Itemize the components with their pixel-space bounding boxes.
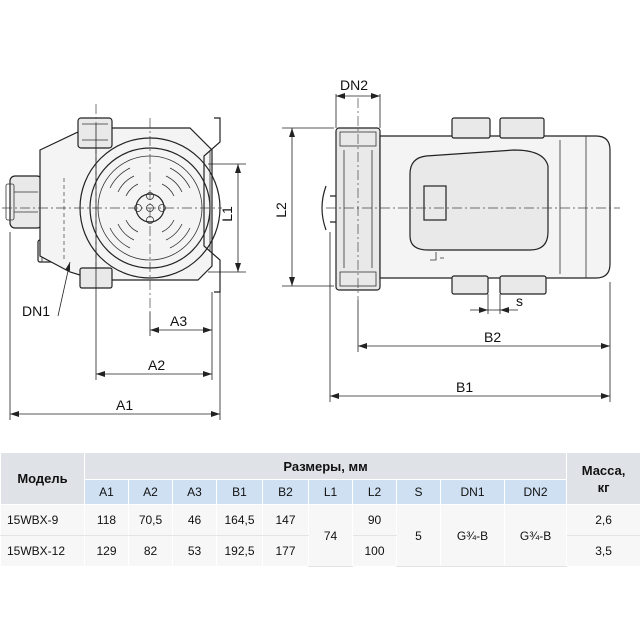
label-a2: A2 bbox=[148, 357, 165, 373]
b2-cell: 177 bbox=[262, 535, 309, 567]
model-header: Модель bbox=[0, 452, 85, 505]
b1-cell: 192,5 bbox=[216, 535, 263, 567]
column-header: DN1 bbox=[440, 479, 505, 505]
s-cell: 5 bbox=[396, 504, 441, 567]
dn1-cell: G¾-B bbox=[440, 504, 505, 567]
label-dn1: DN1 bbox=[22, 303, 50, 319]
mass-header: Масса, кг bbox=[566, 452, 640, 505]
label-a3: A3 bbox=[170, 313, 187, 329]
pump-side-view bbox=[321, 98, 620, 300]
mass-header-line1: Масса, bbox=[581, 462, 626, 478]
b2-cell: 147 bbox=[262, 504, 309, 536]
column-header: A3 bbox=[172, 479, 217, 505]
l1-cell: 74 bbox=[308, 504, 353, 567]
b1-cell: 164,5 bbox=[216, 504, 263, 536]
label-b2: B2 bbox=[484, 329, 501, 345]
a2-cell: 82 bbox=[128, 535, 173, 567]
model-cell: 15WBX-12 bbox=[0, 535, 85, 567]
specifications-table: Модель Размеры, мм Масса, кг A1 A2 A3 B1… bbox=[0, 452, 640, 567]
l2-cell: 100 bbox=[352, 535, 397, 567]
mass-cell: 3,5 bbox=[566, 535, 640, 567]
table-row: 15WBX-12 129 82 53 192,5 177 100 3,5 bbox=[0, 535, 640, 567]
column-header: L1 bbox=[308, 479, 353, 505]
label-b1: B1 bbox=[456, 379, 473, 395]
column-header: B1 bbox=[216, 479, 263, 505]
mass-cell: 2,6 bbox=[566, 504, 640, 536]
column-header: DN2 bbox=[503, 479, 568, 505]
column-header: B2 bbox=[262, 479, 309, 505]
a2-cell: 70,5 bbox=[128, 504, 173, 536]
pump-front-view bbox=[2, 104, 222, 312]
a1-cell: 118 bbox=[84, 504, 129, 536]
dn2-cell: G¾-B bbox=[503, 504, 568, 567]
label-l1: L1 bbox=[219, 206, 235, 222]
table-row: 15WBX-9 118 70,5 46 164,5 147 74 90 5 G¾… bbox=[0, 504, 640, 567]
column-header: S bbox=[396, 479, 441, 505]
mass-header-line2: кг bbox=[597, 479, 610, 495]
dimension-lines bbox=[9, 93, 611, 420]
column-header: L2 bbox=[352, 479, 397, 505]
dimensions-header: Размеры, мм bbox=[83, 452, 568, 480]
l2-cell: 90 bbox=[352, 504, 397, 536]
label-a1: A1 bbox=[116, 397, 133, 413]
a1-cell: 129 bbox=[84, 535, 129, 567]
label-s: s bbox=[516, 293, 523, 309]
a3-cell: 46 bbox=[172, 504, 217, 536]
label-dn2: DN2 bbox=[340, 77, 368, 93]
dimension-labels: DN2 L1 L2 s B2 B1 A3 A2 A1 DN1 bbox=[22, 77, 523, 413]
column-header: A1 bbox=[84, 479, 129, 505]
column-header: A2 bbox=[128, 479, 173, 505]
model-cell: 15WBX-9 bbox=[0, 504, 85, 536]
a3-cell: 53 bbox=[172, 535, 217, 567]
label-l2: L2 bbox=[273, 202, 289, 218]
pump-dimension-drawing: DN2 L1 L2 s B2 B1 A3 A2 A1 DN1 bbox=[2, 77, 620, 420]
